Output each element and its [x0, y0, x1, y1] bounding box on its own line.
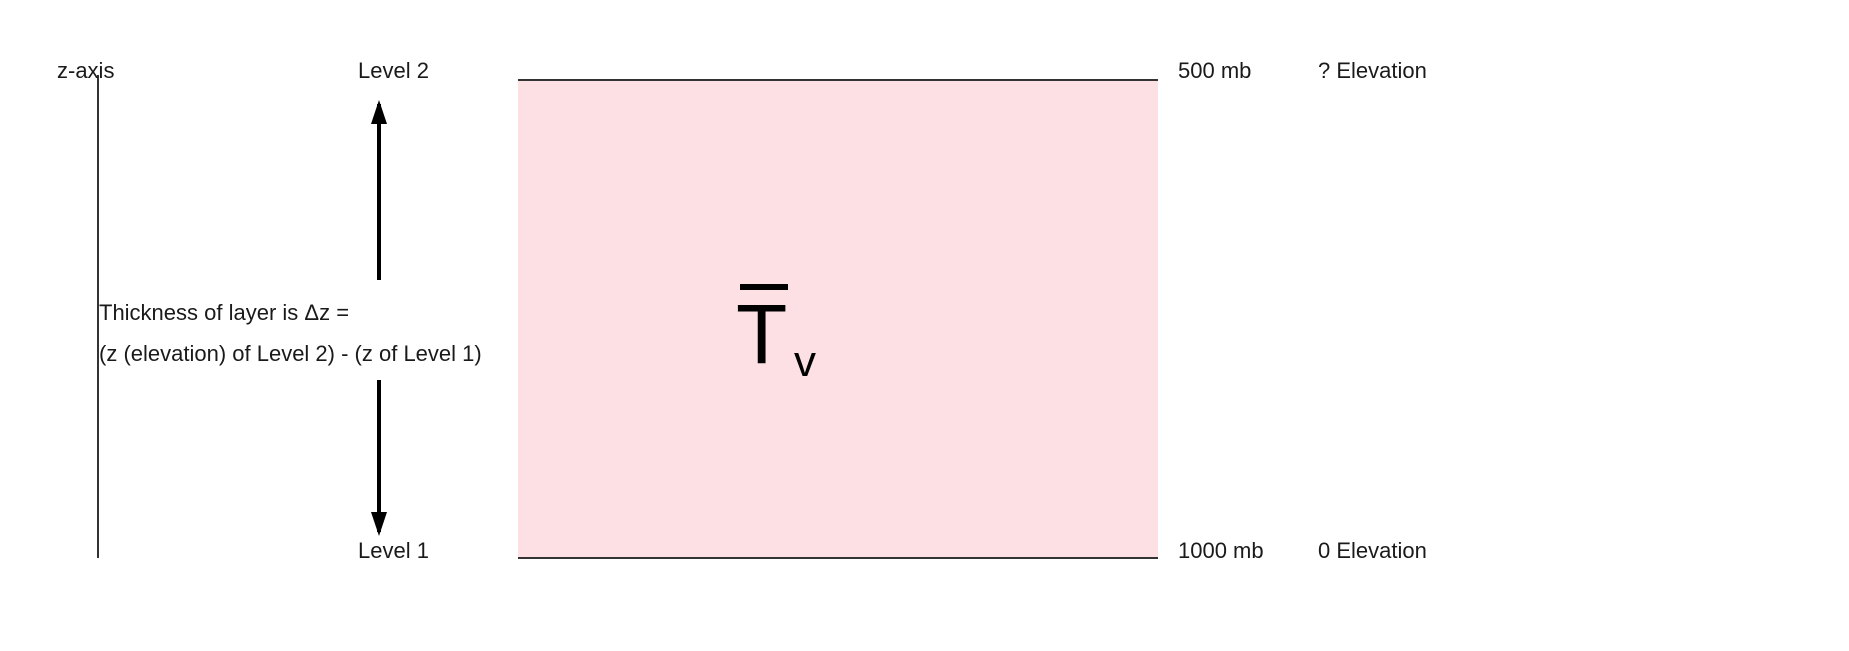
- down-arrow-head: [371, 512, 387, 536]
- elevation-bottom-label: 0 Elevation: [1318, 538, 1427, 563]
- pressure-bottom-label: 1000 mb: [1178, 538, 1264, 563]
- level-2-label: Level 2: [358, 58, 429, 83]
- thickness-definition-line-2: (z (elevation) of Level 2) - (z of Level…: [99, 341, 482, 366]
- pressure-top-label: 500 mb: [1178, 58, 1252, 83]
- level-1-label: Level 1: [358, 538, 429, 563]
- up-arrow-head: [371, 100, 387, 124]
- mean-virtual-temperature-symbol: T v: [736, 284, 846, 394]
- z-axis-label: z-axis: [57, 58, 115, 83]
- elevation-top-label: ? Elevation: [1318, 58, 1427, 83]
- temperature-symbol: T: [736, 287, 788, 381]
- atmospheric-layer: [518, 80, 1158, 558]
- virtual-subscript: v: [794, 337, 816, 386]
- thickness-definition-line-1: Thickness of layer is Δz =: [99, 300, 350, 325]
- mean-overbar: [740, 284, 788, 290]
